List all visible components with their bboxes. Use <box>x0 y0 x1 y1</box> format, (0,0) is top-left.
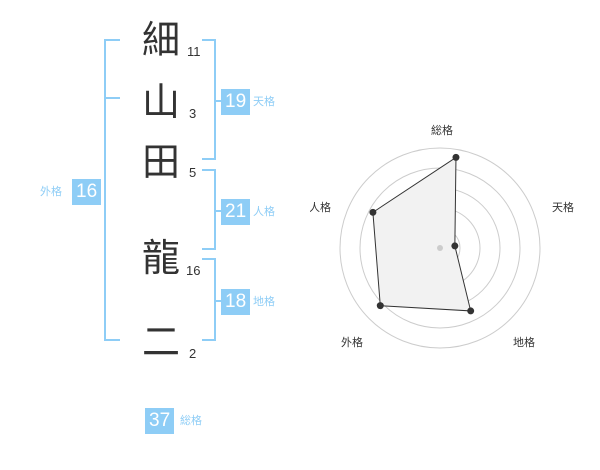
radar-point-3 <box>467 307 475 315</box>
name-char-5: 二 <box>141 320 180 364</box>
jinkaku-value: 21 <box>221 199 251 225</box>
radar-point-2 <box>451 242 459 250</box>
stroke-count-3: 5 <box>189 165 197 180</box>
radar-axis-label-3: 地格 <box>513 335 535 349</box>
stroke-count-5: 2 <box>189 346 197 361</box>
name-char-1: 細 <box>141 18 180 62</box>
gaikaku-bracket-mid-tick <box>104 97 120 99</box>
name-char-3: 田 <box>141 140 180 184</box>
jinkaku-connector <box>214 210 222 212</box>
stroke-count-1: 11 <box>187 44 201 59</box>
tenkaku-label: 天格 <box>253 95 275 108</box>
tenkaku-bracket <box>202 39 216 160</box>
stroke-count-4: 16 <box>186 263 201 278</box>
chikaku-bracket <box>202 258 216 341</box>
radar-point-1 <box>452 153 460 161</box>
chikaku-label: 地格 <box>253 295 275 308</box>
stroke-count-2: 3 <box>189 106 197 121</box>
radar-ring-5 <box>339 147 541 349</box>
name-char-4: 龍 <box>141 236 180 280</box>
tenkaku-value: 19 <box>221 89 251 115</box>
radar-axis-label-1: 総格 <box>431 123 453 137</box>
radar-axis-label-5: 人格 <box>310 200 331 214</box>
radar-area <box>372 156 472 312</box>
radar-points <box>369 153 475 315</box>
radar-axis-label-4: 外格 <box>341 335 363 349</box>
radar-center-dot <box>437 245 443 251</box>
name-char-2: 山 <box>141 80 180 124</box>
jinkaku-label: 人格 <box>253 205 275 218</box>
radar-point-4 <box>376 302 384 310</box>
radar-axis-label-2: 天格 <box>552 200 574 214</box>
gaikaku-value: 16 <box>72 179 102 205</box>
soukaku-value: 37 <box>145 408 175 434</box>
radar-point-5 <box>369 208 377 216</box>
tenkaku-connector <box>214 100 222 102</box>
jinkaku-bracket <box>202 169 216 250</box>
chikaku-connector <box>214 300 222 302</box>
gaikaku-label: 外格 <box>40 185 62 198</box>
gaikaku-bracket <box>104 39 120 341</box>
soukaku-label: 総格 <box>180 414 202 427</box>
chikaku-value: 18 <box>221 289 251 315</box>
